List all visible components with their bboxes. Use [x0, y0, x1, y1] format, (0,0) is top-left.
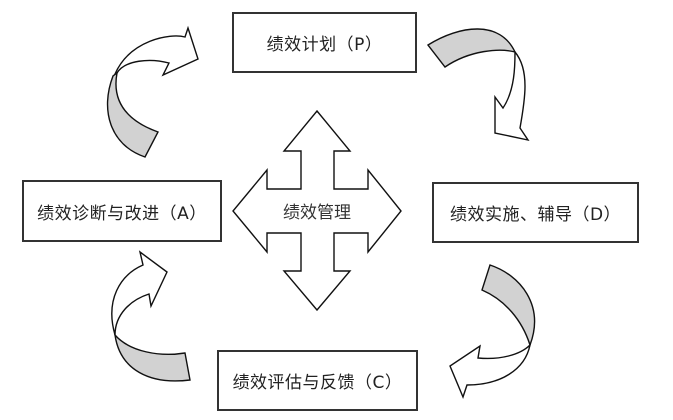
stage-box-plan: 绩效计划（P）	[232, 12, 417, 73]
stage-box-act: 绩效诊断与改进（A）	[22, 180, 222, 242]
stage-label-do: 绩效实施、辅导（D）	[449, 205, 622, 225]
curved-arrow-d-to-c-icon	[449, 264, 536, 399]
stage-label-act: 绩效诊断与改进（A）	[37, 203, 207, 224]
curved-arrow-p-to-d-icon	[426, 28, 530, 142]
stage-box-do: 绩效实施、辅导（D）	[432, 182, 639, 243]
stage-box-check: 绩效评估与反馈（C）	[217, 350, 418, 411]
center-label: 绩效管理	[283, 203, 351, 223]
curved-arrow-a-to-p-icon	[106, 25, 199, 158]
stage-label-check: 绩效评估与反馈（C）	[232, 373, 403, 393]
stage-label-plan: 绩效计划（P）	[266, 35, 383, 55]
curved-arrow-c-to-a-icon	[111, 250, 191, 382]
four-way-arrow-icon	[232, 109, 402, 312]
